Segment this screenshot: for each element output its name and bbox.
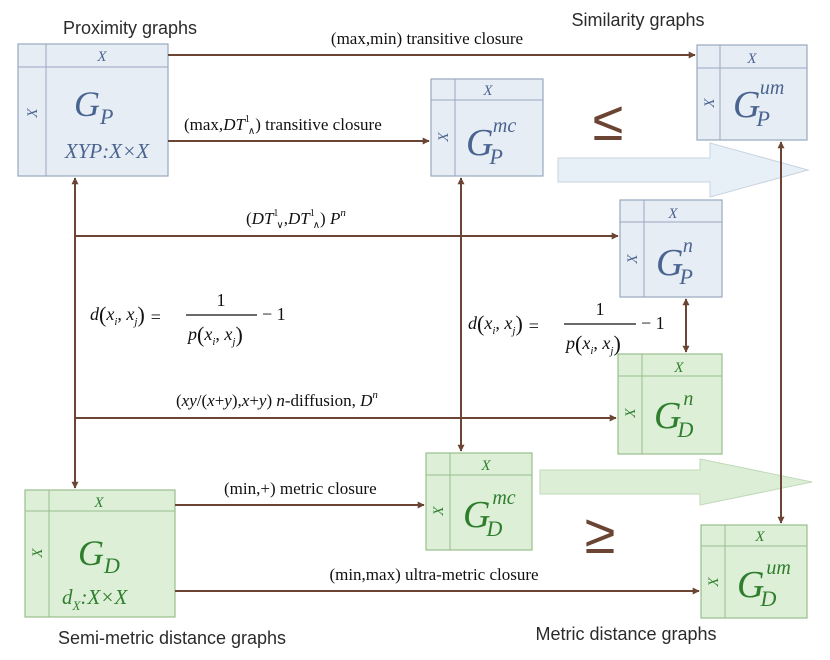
matrix-gp-mc: X X GPmc xyxy=(430,78,544,177)
formula-den-left: p(xi, xj) xyxy=(186,322,243,348)
matrix-axis-top: X xyxy=(93,495,104,511)
matrix-axis-left: X xyxy=(30,548,46,559)
matrix-symbol: GDmc xyxy=(463,487,516,541)
matrix-caption: dX:X×X xyxy=(62,585,128,613)
matrix-axis-left: X xyxy=(706,577,722,588)
label-maxdt: (max,DT1∧) transitive closure xyxy=(184,114,382,137)
matrix-axis-left: X xyxy=(431,506,447,517)
matrix-symbol: GDn xyxy=(654,388,693,442)
heading-metric: Metric distance graphs xyxy=(535,624,716,644)
matrix-axis-top: X xyxy=(673,360,684,376)
matrix-gd-n: X X GDn xyxy=(617,353,723,455)
matrix-symbol: GD xyxy=(78,533,120,578)
matrix-symbol: GPum xyxy=(733,77,784,131)
matrix-gd-mc: X X GDmc xyxy=(425,452,533,551)
relation-geq: ≥ xyxy=(585,502,616,565)
formula-d-left: d(xi, xj)= xyxy=(90,302,161,328)
matrix-axis-left: X xyxy=(25,108,41,119)
formula-minus-left: − 1 xyxy=(262,304,286,324)
big-arrow-top xyxy=(557,142,810,198)
matrix-axis-left: X xyxy=(436,132,452,143)
matrix-symbol: GP xyxy=(74,84,113,129)
heading-proximity: Proximity graphs xyxy=(63,18,197,38)
matrix-axis-left: X xyxy=(623,408,639,419)
matrix-axis-left: X xyxy=(625,254,641,265)
formula-den-right: p(xi, xj) xyxy=(564,331,621,357)
label-diffusion: (xy/(x+y),x+y) n-diffusion, Dn xyxy=(176,389,378,410)
label-maxmin: (max,min) transitive closure xyxy=(331,29,523,48)
matrix-axis-left: X xyxy=(702,98,718,109)
formula-d-right: d(xi, xj)= xyxy=(468,311,539,337)
formula-minus-right: − 1 xyxy=(641,313,665,333)
matrix-axis-top: X xyxy=(667,206,678,222)
matrix-gp: X X GP XYP:X×X xyxy=(17,43,169,177)
matrix-gd: X X GD dX:X×X xyxy=(24,489,176,618)
relation-leq: ≤ xyxy=(593,89,624,152)
matrix-gp-um: X X GPum xyxy=(696,44,808,141)
matrix-symbol: GPmc xyxy=(466,115,516,169)
formula-num-left: 1 xyxy=(217,290,226,310)
matrix-gp-n: X X GPn xyxy=(619,199,723,298)
label-dtdt-pn: (DT1∨,DT1∧) Pn xyxy=(246,207,346,231)
matrix-gd-um: X X GDum xyxy=(700,524,808,619)
distance-formula-right: d(xi, xj)= 1 p(xi, xj) − 1 xyxy=(468,299,665,357)
matrix-axis-top: X xyxy=(754,529,765,545)
heading-semimetric: Semi-metric distance graphs xyxy=(58,628,286,648)
matrix-caption: XYP:X×X xyxy=(64,139,150,163)
formula-num-right: 1 xyxy=(596,299,605,319)
matrix-axis-top: X xyxy=(96,49,107,65)
label-minmax: (min,max) ultra-metric closure xyxy=(329,565,538,584)
matrix-axis-top: X xyxy=(482,83,493,99)
matrix-symbol: GPn xyxy=(656,235,693,289)
matrix-symbol: GDum xyxy=(737,557,791,611)
label-minplus: (min,+) metric closure xyxy=(224,479,377,498)
heading-similarity: Similarity graphs xyxy=(571,10,704,30)
distance-formula-left: d(xi, xj)= 1 p(xi, xj) − 1 xyxy=(90,290,286,348)
big-arrow-bottom xyxy=(539,458,813,506)
matrix-axis-top: X xyxy=(746,51,757,67)
matrix-axis-top: X xyxy=(480,458,491,474)
